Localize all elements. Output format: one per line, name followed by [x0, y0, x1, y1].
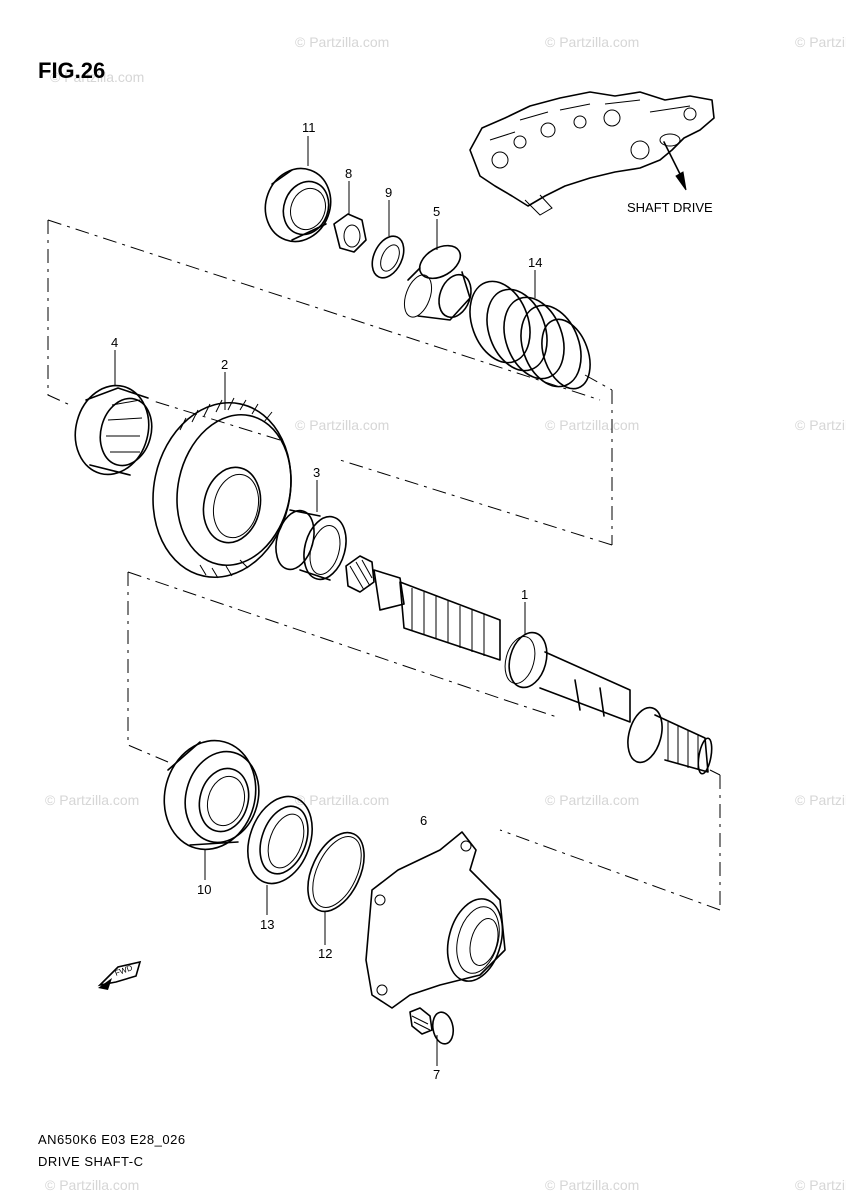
figure-name: DRIVE SHAFT-C	[38, 1154, 143, 1169]
pointer-arrow-icon	[675, 171, 687, 191]
callout-5: 5	[433, 204, 440, 219]
callout-11: 11	[302, 120, 316, 135]
group-outline-upper	[47, 219, 613, 546]
watermark-layer: © Partzilla.com © Partzilla.com © Partzi…	[45, 34, 846, 1193]
shaft-drive-inset: SHAFT DRIVE	[469, 91, 715, 216]
callout-8: 8	[345, 166, 352, 181]
callout-14: 14	[528, 255, 542, 270]
callout-4: 4	[111, 335, 118, 350]
part-5-sleeve	[403, 244, 472, 321]
watermark: © Partzilla.com	[545, 792, 639, 808]
shaft-drive-label: SHAFT DRIVE	[627, 200, 713, 215]
watermark: © Partzilla.com	[795, 792, 846, 808]
part-11-bearing	[264, 167, 332, 243]
part-9-washer	[371, 235, 405, 279]
figure-code: AN650K6 E03 E28_026	[38, 1132, 186, 1147]
watermark: © Partzilla.com	[795, 417, 846, 433]
watermark: © Partzilla.com	[545, 34, 639, 50]
part-1-drive-shaft	[345, 555, 713, 775]
callout-10: 10	[197, 882, 211, 897]
watermark: © Partzilla.com	[295, 417, 389, 433]
watermark: © Partzilla.com	[45, 1177, 139, 1193]
part-14-spring	[469, 280, 591, 390]
leader-lines	[114, 136, 536, 1066]
watermark: © Partzilla.com	[545, 417, 639, 433]
part-6-housing	[365, 831, 506, 1009]
callout-6: 6	[420, 813, 427, 828]
watermark: © Partzilla.com	[795, 1177, 846, 1193]
part-4-clutch-hub	[74, 384, 153, 476]
callout-3: 3	[313, 465, 320, 480]
part-12-o-ring	[307, 831, 365, 913]
callout-2: 2	[221, 357, 228, 372]
callout-13: 13	[260, 917, 274, 932]
part-13-oil-seal	[247, 795, 313, 885]
part-10-bearing	[163, 739, 260, 851]
watermark: © Partzilla.com	[50, 69, 144, 85]
callout-1: 1	[521, 587, 528, 602]
callout-9: 9	[385, 185, 392, 200]
figure-title: FIG.26	[38, 58, 105, 83]
watermark: © Partzilla.com	[295, 792, 389, 808]
watermark: © Partzilla.com	[545, 1177, 639, 1193]
group-outline-lower	[127, 571, 721, 911]
front-arrow-icon: FWD	[97, 960, 142, 990]
callout-labels: 11 8 9 5 14 4 2 3 1 6 10 13 12 7	[111, 120, 542, 1082]
watermark: © Partzilla.com	[795, 34, 846, 50]
callout-12: 12	[318, 946, 332, 961]
part-8-nut	[333, 213, 367, 253]
part-3-bushing	[275, 509, 347, 581]
part-7-bolt	[409, 1007, 455, 1045]
watermark: © Partzilla.com	[295, 34, 389, 50]
watermark: © Partzilla.com	[45, 792, 139, 808]
part-2-gear	[152, 397, 292, 579]
callout-7: 7	[433, 1067, 440, 1082]
